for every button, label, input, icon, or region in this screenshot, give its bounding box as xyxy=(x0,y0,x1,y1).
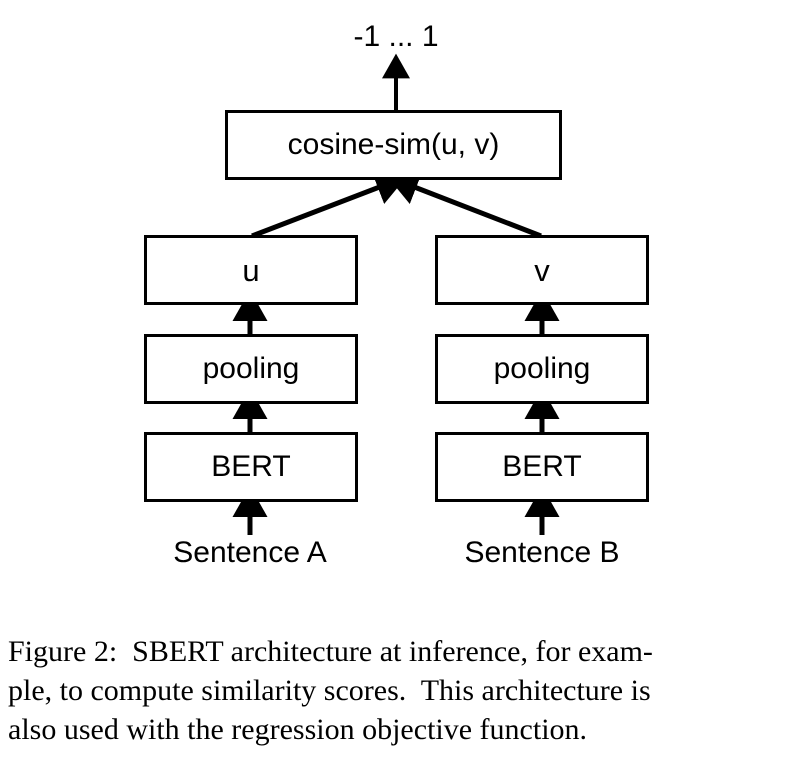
node-bert-b-label: BERT xyxy=(502,450,582,483)
caption-line-2: ple, to compute similarity scores. This … xyxy=(8,674,651,707)
input-sentence-b-label: Sentence B xyxy=(464,536,620,569)
node-bert-a: BERT xyxy=(144,432,358,502)
node-pooling-a-label: pooling xyxy=(202,352,300,385)
diagram-connectors xyxy=(232,53,560,535)
input-sentence-a-label: Sentence A xyxy=(173,536,327,569)
node-embedding-v-label: v xyxy=(534,252,550,288)
output-range-label: -1 ... 1 xyxy=(353,20,439,53)
node-cosine-sim-label: cosine-sim(u, v) xyxy=(287,128,500,161)
caption-line-1: Figure 2: SBERT architecture at inferenc… xyxy=(8,635,653,668)
node-pooling-b: pooling xyxy=(435,334,649,404)
node-bert-a-label: BERT xyxy=(211,450,291,483)
caption-line-3: also used with the regression objective … xyxy=(8,713,588,746)
arrow-v-to-cosine xyxy=(387,171,542,239)
node-embedding-u-label: u xyxy=(242,252,260,288)
arrow-u-to-cosine xyxy=(251,171,407,239)
node-pooling-a: pooling xyxy=(144,334,358,404)
node-cosine-sim: cosine-sim(u, v) xyxy=(225,110,562,180)
node-embedding-v: v xyxy=(435,235,649,305)
figure-caption: Figure 2: SBERT architecture at inferenc… xyxy=(8,632,786,749)
node-pooling-b-label: pooling xyxy=(493,352,591,385)
sbert-architecture-diagram: -1 ... 1 cosine-sim(u, v) u v pooling po… xyxy=(144,20,649,569)
node-bert-b: BERT xyxy=(435,432,649,502)
node-embedding-u: u xyxy=(144,235,358,305)
